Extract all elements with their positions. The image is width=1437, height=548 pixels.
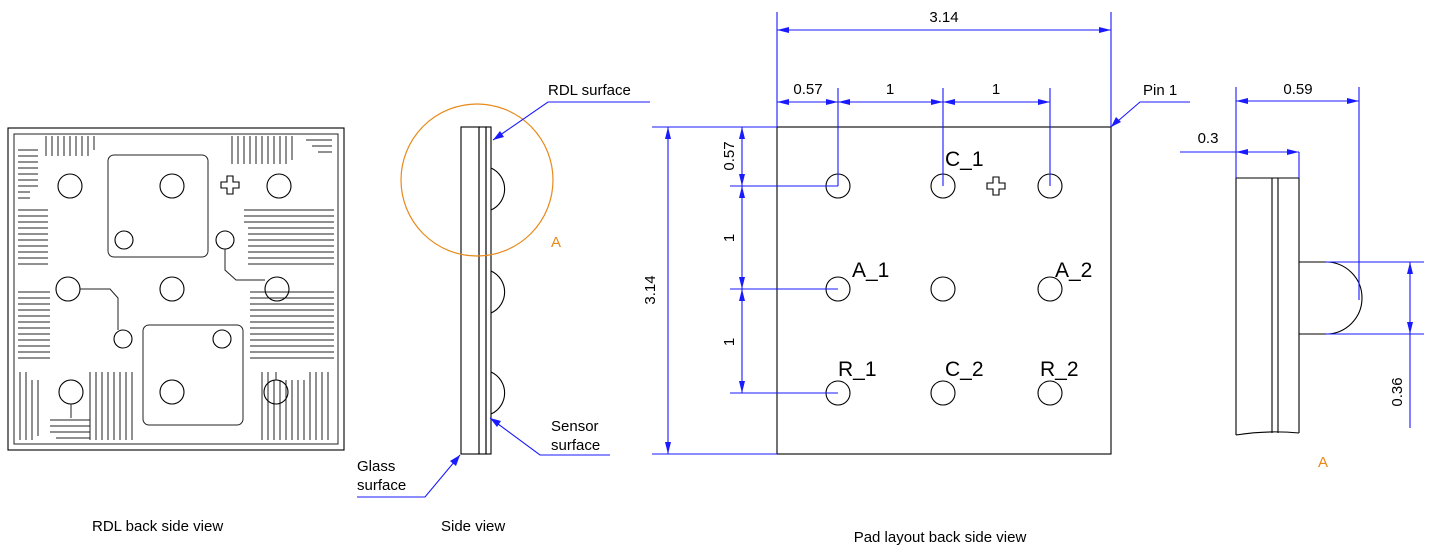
leader-glass-surface <box>357 454 461 498</box>
rdl-pad <box>57 173 83 199</box>
rdl-inner-outline <box>13 133 339 445</box>
leader-sensor-surface <box>489 417 610 456</box>
dim-offset-x <box>777 88 1051 186</box>
arrow-glass-surface-icon <box>450 455 460 466</box>
label-rdl-surface: RDL surface <box>548 82 631 99</box>
dim-detail-059-label: 0.59 <box>1283 81 1312 98</box>
caption-side-view: Side view <box>441 518 505 535</box>
side-bump <box>490 270 506 314</box>
dim-height-total-label: 3.14 <box>642 275 659 304</box>
arrow-pin1-icon <box>1111 117 1121 127</box>
rdl-via <box>212 329 232 349</box>
side-sensor-layer <box>478 126 487 455</box>
label-pin1: Pin 1 <box>1143 82 1177 99</box>
arrow-rdl-surface-icon <box>493 131 504 140</box>
label-sensor-1: Sensor <box>551 418 599 435</box>
rdl-window-upper <box>107 154 209 258</box>
side-rdl-layer <box>485 126 492 455</box>
rdl-outline <box>7 127 345 451</box>
dim-detail-036 <box>1326 261 1424 428</box>
rdl-window-lower <box>142 324 244 426</box>
detail-a-layers <box>1271 178 1279 433</box>
dim-height-total <box>652 126 777 455</box>
pad-plus-marker-icon <box>986 176 1006 196</box>
leader-pin1 <box>1110 101 1190 128</box>
rdl-trace-bottom <box>50 372 133 440</box>
rdl-trace-top <box>45 136 332 164</box>
dim-offset-x-label: 0.57 <box>793 81 822 98</box>
dim-detail-03 <box>1180 149 1300 178</box>
rdl-connect-trace <box>80 288 119 330</box>
label-sensor-2: surface <box>551 437 600 454</box>
rdl-pad <box>264 276 290 302</box>
rdl-pad <box>159 276 185 302</box>
rdl-plus-marker-icon <box>220 175 240 195</box>
pad-c2-circle <box>930 380 956 406</box>
dim-offset-y-label: 0.57 <box>721 141 738 170</box>
dim-pitch-x1-label: 1 <box>886 81 894 98</box>
detail-a-body <box>1235 177 1300 435</box>
pad-center-circle <box>930 276 956 302</box>
rdl-pad <box>159 379 185 405</box>
rdl-pad <box>58 379 84 405</box>
detail-a-bump <box>1299 261 1363 335</box>
pad-r2-circle <box>1037 380 1063 406</box>
arrow-sensor-surface-icon <box>490 418 501 427</box>
pad-label-a2: A_2 <box>1055 259 1092 282</box>
rdl-back-side-view <box>7 127 345 451</box>
pad-label-r2: R_2 <box>1040 358 1079 381</box>
side-glass-layer <box>460 126 480 455</box>
pad-label-c1: C_1 <box>945 148 984 171</box>
detail-a-break-line <box>1235 431 1300 436</box>
detail-a-view <box>1235 177 1363 436</box>
label-glass-2: surface <box>357 477 406 494</box>
rdl-via <box>113 329 133 349</box>
side-view <box>400 103 554 455</box>
side-bump <box>490 167 506 211</box>
dim-pitch-y1-label: 1 <box>721 234 738 242</box>
leader-rdl-surface <box>492 101 650 141</box>
label-detail-a-side: A <box>551 234 561 251</box>
label-detail-a-view: A <box>1318 454 1328 471</box>
pad-label-a1: A_1 <box>852 259 889 282</box>
label-glass-1: Glass <box>357 458 395 475</box>
rdl-trace-left <box>18 149 50 440</box>
dim-pitch-y2-label: 1 <box>721 338 738 346</box>
rdl-via <box>215 230 235 250</box>
dim-offset-y <box>730 127 838 394</box>
dim-width-total <box>776 12 1112 127</box>
side-bump <box>490 371 506 415</box>
caption-pad-layout: Pad layout back side view <box>854 529 1027 546</box>
pad-label-c2: C_2 <box>945 358 984 381</box>
dim-detail-03-label: 0.3 <box>1198 130 1219 147</box>
rdl-trace-right <box>244 209 334 440</box>
pad-layout-view <box>776 126 1112 455</box>
dim-detail-059 <box>1235 87 1360 300</box>
rdl-pad <box>55 276 81 302</box>
rdl-via <box>114 230 134 250</box>
dim-pitch-x2-label: 1 <box>992 81 1000 98</box>
pad-a2-circle <box>1037 276 1063 302</box>
caption-rdl-back-side-view: RDL back side view <box>92 518 223 535</box>
rdl-pad <box>159 173 185 199</box>
dim-width-total-label: 3.14 <box>929 9 958 26</box>
dim-detail-036-label: 0.36 <box>1389 377 1406 406</box>
rdl-connect-trace <box>224 249 265 281</box>
pad-label-r1: R_1 <box>838 358 877 381</box>
detail-a-circle <box>400 103 554 257</box>
rdl-pad <box>266 173 292 199</box>
pad-layout-outline <box>776 126 1112 455</box>
